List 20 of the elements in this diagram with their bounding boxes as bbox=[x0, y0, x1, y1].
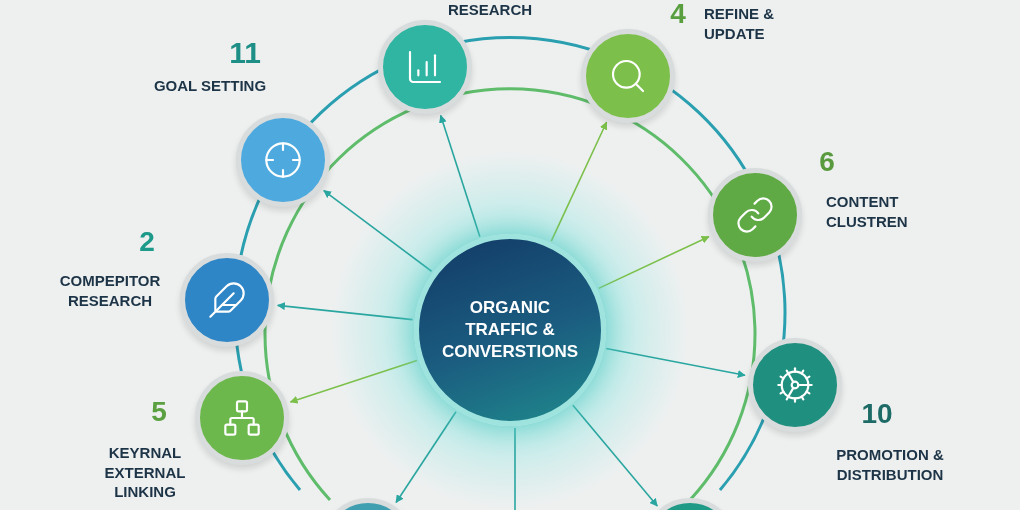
step-label: KEYRNAL EXTERNAL LINKING bbox=[103, 443, 187, 502]
step-label: RESEARCH bbox=[446, 0, 534, 20]
step-number: 11 bbox=[228, 38, 262, 68]
step-number: 4 bbox=[669, 0, 687, 28]
step-number: 10 bbox=[860, 400, 894, 428]
step-label: GOAL SETTING bbox=[152, 76, 268, 96]
step-label: REFINE & UPDATE bbox=[704, 4, 775, 43]
step-number: 6 bbox=[818, 148, 836, 176]
step-number: 2 bbox=[138, 228, 156, 256]
step-number: 5 bbox=[150, 398, 168, 426]
arrow bbox=[276, 302, 414, 321]
hub-title: ORGANIC TRAFFIC & CONVERSTIONS bbox=[441, 296, 579, 364]
arrow bbox=[550, 121, 608, 242]
arrow bbox=[323, 189, 433, 273]
arrow bbox=[572, 404, 659, 507]
step-label: CONTENT CLUSTREN bbox=[826, 192, 909, 231]
arrow bbox=[597, 235, 710, 290]
arrow bbox=[605, 347, 746, 378]
step-label: COMPEPITOR RESEARCH bbox=[58, 271, 162, 310]
step-label: PROMOTION & DISTRIBUTION bbox=[835, 445, 945, 484]
